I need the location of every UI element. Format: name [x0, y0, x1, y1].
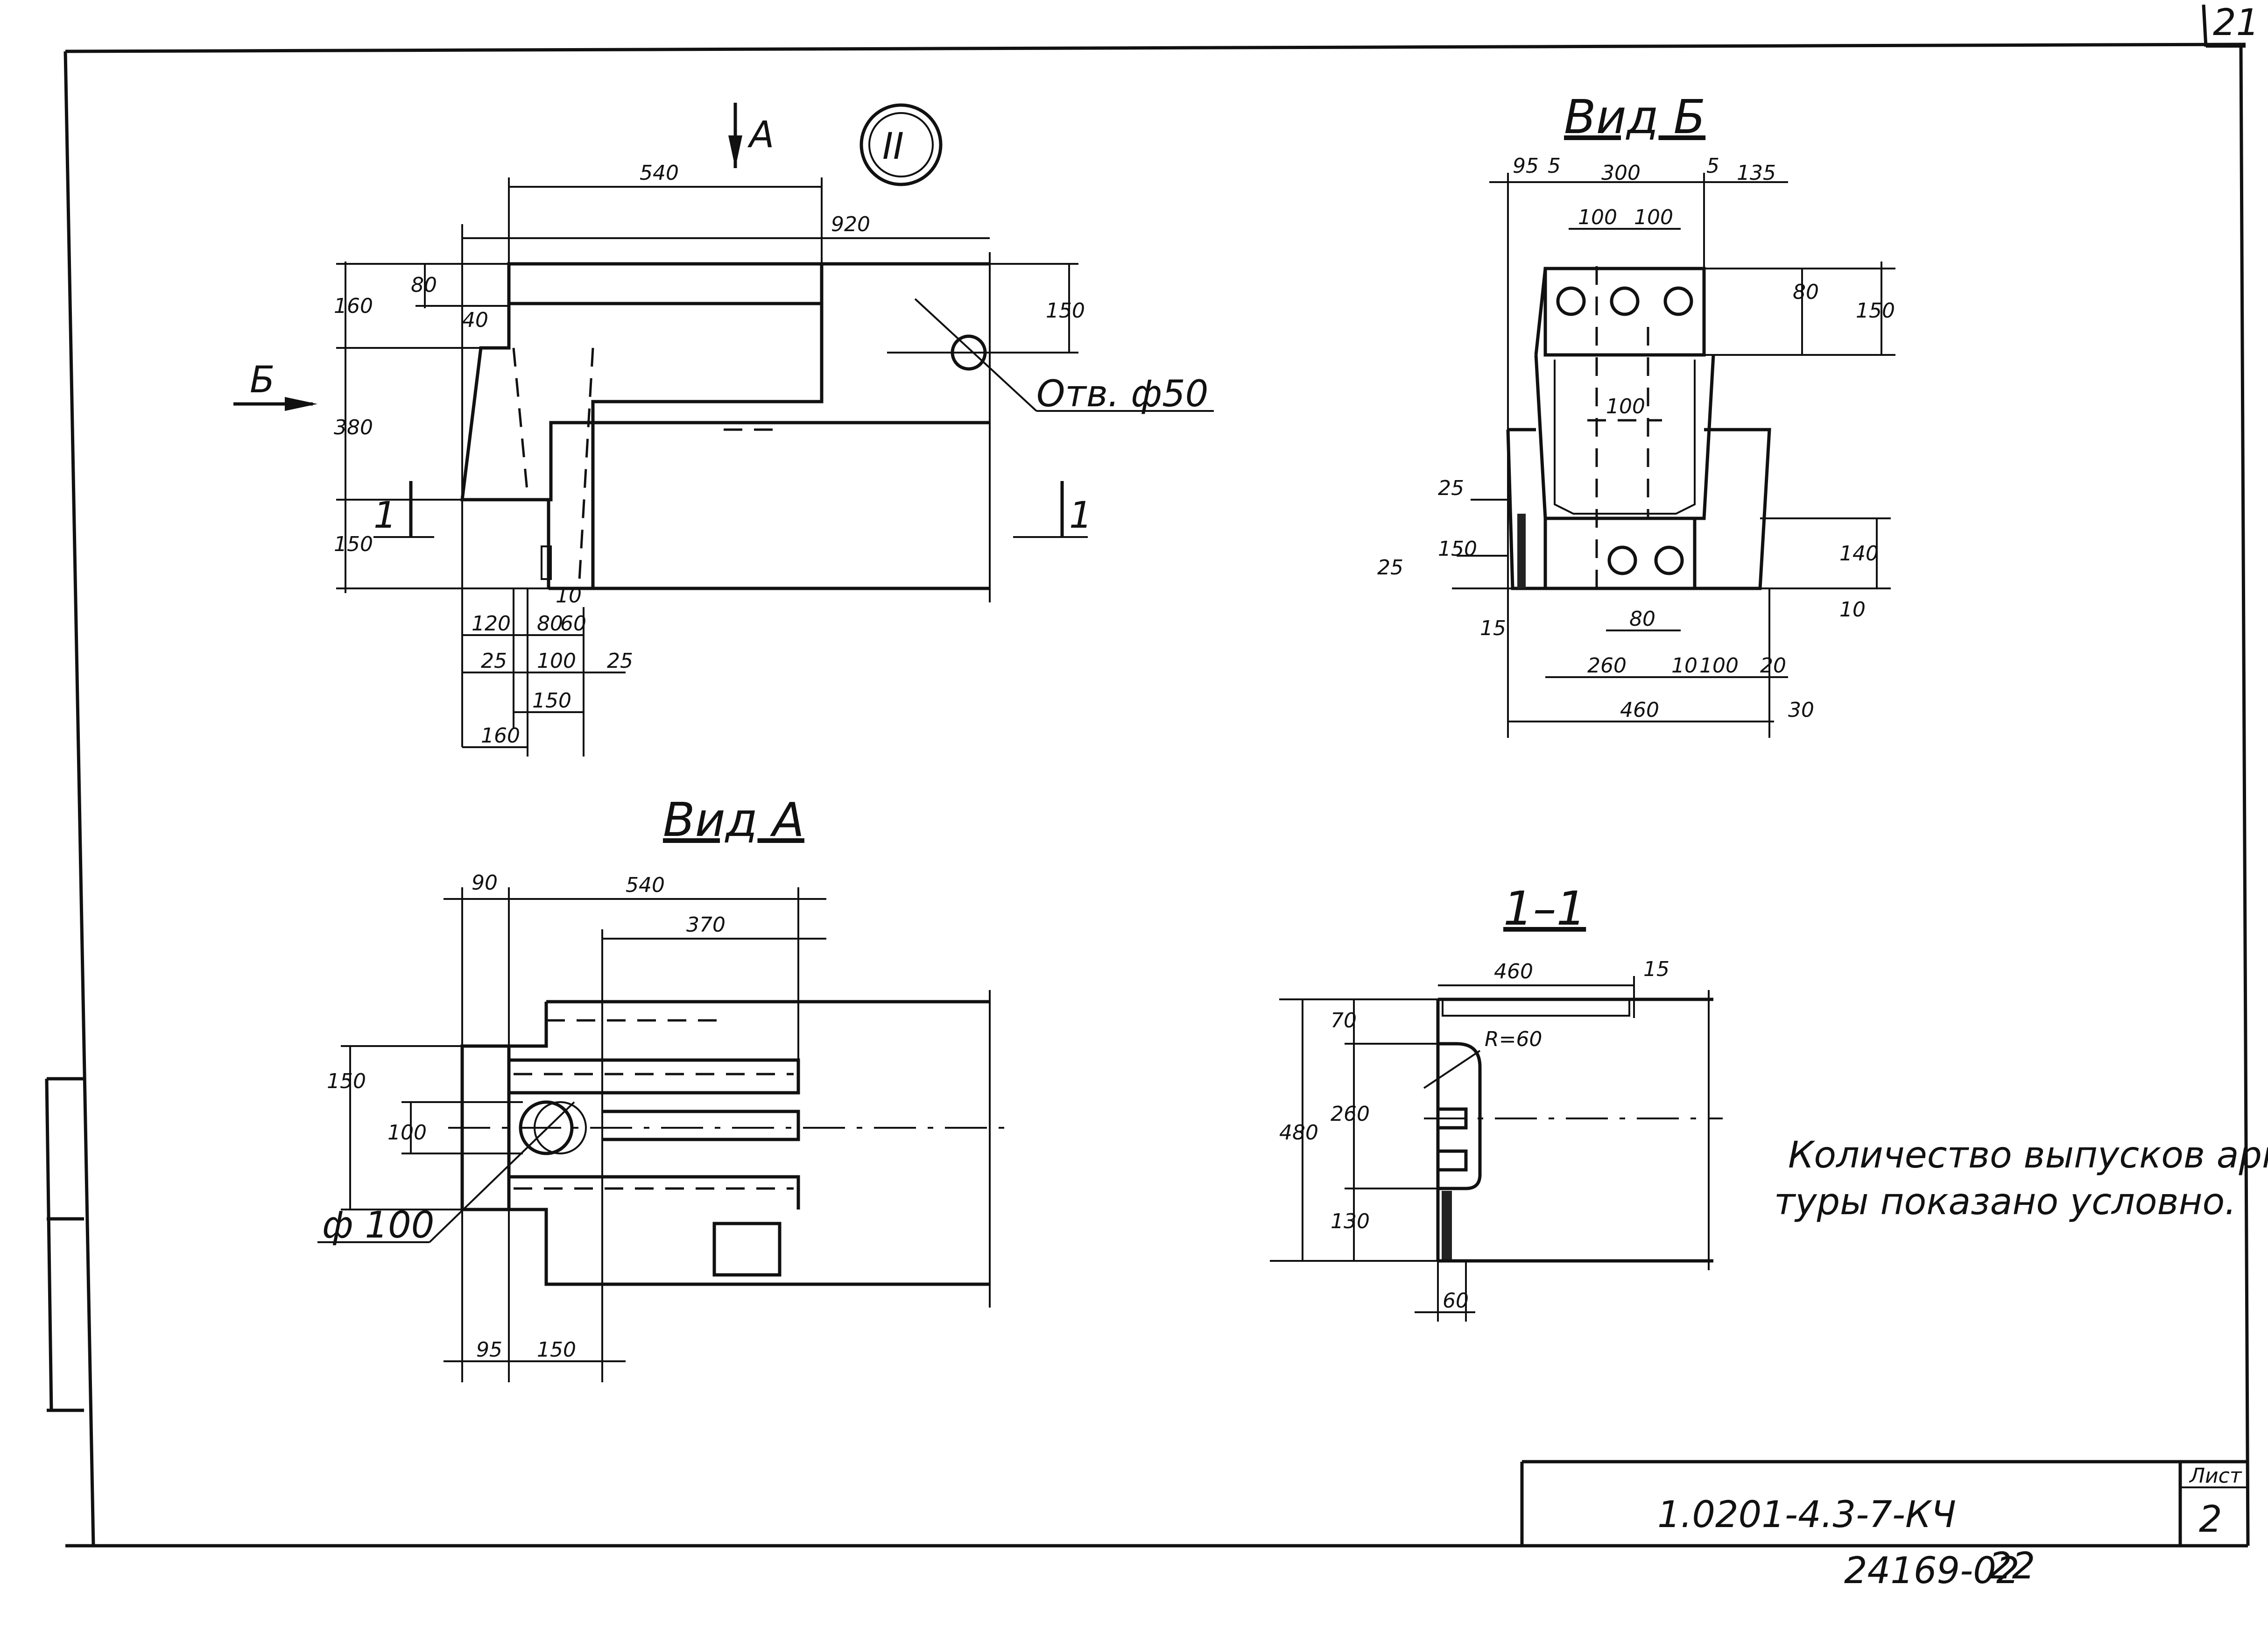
dim-100: 100	[537, 649, 576, 673]
vb-dim-460: 460	[1620, 698, 1659, 722]
dim-160b: 160	[481, 724, 520, 748]
vb-dim-80b: 80	[1629, 607, 1655, 631]
vb-dim-20: 20	[1760, 654, 1786, 678]
vb-dim-30: 30	[1788, 698, 1814, 722]
dim-80b: 80	[537, 612, 563, 636]
view-a-hole-label: ф 100	[322, 1204, 434, 1246]
vb-dim-140: 140	[1839, 542, 1879, 566]
sheet-frame	[45, 4, 2250, 1548]
dim-150: 150	[334, 532, 373, 556]
sec-dim-260: 260	[1331, 1102, 1370, 1126]
vb-dim-135: 135	[1737, 161, 1776, 185]
node-marker-circle	[859, 103, 943, 186]
dim-80: 80	[411, 273, 437, 297]
vb-dim-25: 25	[1438, 476, 1464, 500]
vb-dim-100c: 100	[1606, 395, 1645, 418]
dim-540: 540	[640, 161, 679, 185]
sec-dim-130: 130	[1331, 1210, 1370, 1233]
va-dim-370: 370	[686, 913, 725, 937]
note-line-1: Количество выпусков арма-	[1788, 1134, 2268, 1176]
view-a: Вид А ф 100 90 540 370	[317, 792, 1013, 1382]
vb-dim-15: 15	[1480, 616, 1506, 640]
dim-160: 160	[334, 294, 373, 318]
view-b-arrow-label: Б	[250, 359, 275, 401]
dim-25b: 25	[607, 649, 633, 673]
list-label: Лист	[2189, 1464, 2242, 1488]
view-a-title: Вид А	[663, 792, 804, 847]
vb-dim-5a: 5	[1548, 154, 1561, 178]
vb-dim-150: 150	[1856, 299, 1895, 323]
sec-dim-480: 480	[1279, 1121, 1318, 1145]
dim-380: 380	[334, 416, 373, 439]
view-b-title: Вид Б	[1564, 90, 1705, 144]
section-title: 1–1	[1503, 881, 1586, 936]
vb-dim-80: 80	[1793, 280, 1819, 304]
vb-dim-10: 10	[1839, 598, 1866, 622]
vb-dim-100b: 100	[1634, 205, 1673, 229]
va-dim-540: 540	[626, 873, 665, 897]
section-mark-right: 1	[1069, 495, 1092, 537]
archive-number: 24169-02	[1844, 1550, 2020, 1592]
section-1-1: 1–1 460 15 70 R=60 480 260 130 60	[1270, 881, 1723, 1322]
list-number: 2	[2199, 1499, 2222, 1541]
vb-dim-100a: 100	[1578, 205, 1617, 229]
section-mark-left: 1	[373, 495, 397, 537]
vb-dim-10b: 10	[1671, 654, 1697, 678]
sec-dim-460: 460	[1494, 960, 1533, 983]
sec-dim-15: 15	[1643, 957, 1669, 981]
sec-dim-70: 70	[1331, 1009, 1357, 1033]
dim-40: 40	[462, 308, 488, 332]
dim-60: 60	[560, 612, 586, 636]
archive-suffix: 22	[1989, 1545, 2035, 1587]
dim-150b: 150	[532, 689, 571, 713]
view-a-hole	[519, 1100, 574, 1155]
vb-dim-5b: 5	[1706, 154, 1719, 178]
va-dim-95: 95	[476, 1338, 502, 1362]
note: Количество выпусков арма- туры показано …	[1774, 1134, 2268, 1223]
va-dim-90: 90	[472, 871, 498, 895]
hole-note: Отв. ф50	[1036, 373, 1208, 415]
va-dim-100: 100	[387, 1121, 427, 1145]
dim-920: 920	[831, 212, 870, 236]
vb-dim-300: 300	[1601, 161, 1641, 185]
sec-dim-60: 60	[1443, 1289, 1469, 1313]
note-line-2: туры показано условно.	[1774, 1181, 2236, 1223]
plan-node: II А Б Отв. ф50 1 1	[233, 103, 1214, 757]
dim-120: 120	[472, 612, 511, 636]
node-marker: II	[882, 126, 904, 168]
view-b: Вид Б 95 5	[1377, 90, 1895, 738]
va-dim-150: 150	[327, 1069, 366, 1093]
va-dim-150b: 150	[537, 1338, 576, 1362]
corner-number: 21	[2213, 2, 2259, 44]
dim-25a: 25	[481, 649, 507, 673]
vb-dim-260: 260	[1587, 654, 1627, 678]
dim-150-hole: 150	[1046, 299, 1085, 323]
vb-dim-150b: 150	[1438, 537, 1477, 561]
dim-10: 10	[556, 584, 582, 608]
designation: 1.0201-4.3-7-КЧ	[1657, 1494, 1956, 1536]
title-block: Лист 2 1.0201-4.3-7-КЧ 24169-02 22	[1520, 1460, 2248, 1592]
vb-dim-95: 95	[1513, 154, 1539, 178]
vb-dim-25b: 25	[1377, 556, 1403, 580]
cut-a-label: А	[747, 114, 774, 156]
vb-dim-100d: 100	[1699, 654, 1739, 678]
sec-dim-r60: R=60	[1485, 1027, 1542, 1051]
